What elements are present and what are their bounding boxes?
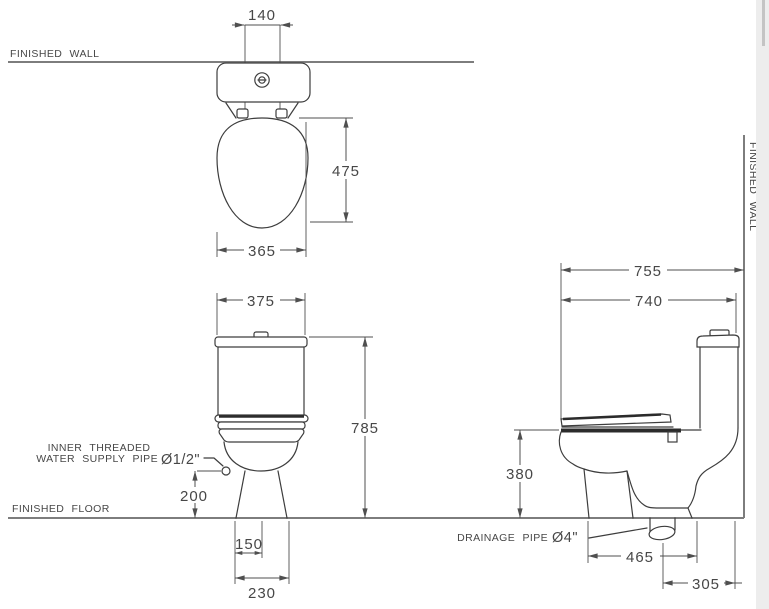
- dim-465: 465: [626, 549, 654, 566]
- dim-375: 375: [247, 293, 275, 310]
- tank-body-side: [699, 346, 739, 429]
- drain-leader-line: [588, 527, 648, 539]
- side-view: 755 740 380 DRAINAGE PIPE Ø4": [457, 262, 744, 593]
- supply-leader-line: [203, 457, 224, 467]
- dim-150: 150: [235, 536, 263, 553]
- pedestal-front: [235, 470, 288, 519]
- dim-text-bg: [244, 242, 280, 258]
- bowl-front-leg: [583, 468, 634, 519]
- scrollbar-thumb[interactable]: [762, 0, 765, 46]
- seat-hinge-right: [275, 108, 288, 119]
- tank-lid: [214, 336, 308, 348]
- seat-lid-edge-side: [562, 413, 662, 421]
- bowl-rim-side: [561, 428, 681, 433]
- supply-label-line1: INNER THREADED: [48, 442, 151, 454]
- bowl-front-side: [558, 431, 585, 470]
- dim-text-bg: [630, 292, 668, 308]
- dim-text-bg: [688, 575, 724, 591]
- dim-365: 365: [248, 243, 276, 260]
- scrollbar-track[interactable]: [756, 0, 769, 609]
- dim-230: 230: [248, 585, 276, 602]
- dim-200: 200: [180, 488, 208, 505]
- tank-body: [217, 346, 305, 416]
- bowl-front-outline: [223, 441, 299, 472]
- drain-pipe: [649, 517, 676, 534]
- bowl-rim-front: [218, 428, 305, 443]
- water-supply-pipe: [221, 466, 231, 476]
- finished-wall-top-label: FINISHED WALL: [10, 48, 99, 60]
- scrollbar[interactable]: [756, 0, 769, 609]
- dim-text-bg: [629, 262, 667, 278]
- dim-text-bg: [329, 161, 363, 179]
- drain-pipe-opening: [648, 525, 676, 541]
- dim-text-bg: [243, 292, 280, 308]
- dim-text-bg: [179, 487, 210, 503]
- tank-lid-side: [696, 334, 740, 348]
- trap-outline: [626, 470, 693, 519]
- supply-size-label: Ø1/2": [161, 452, 200, 468]
- seat-hinge-left: [236, 108, 249, 119]
- dim-text-bg: [621, 548, 660, 565]
- dim-140: 140: [248, 7, 276, 24]
- tank-bowl-connection: [225, 102, 299, 119]
- front-view: 375 INNER THREADED WATER SUPPLY PIPE Ø1/…: [36, 292, 383, 602]
- dim-305: 305: [692, 576, 720, 593]
- seat-hinge-side: [667, 431, 678, 443]
- drain-size-label: Ø4": [552, 530, 578, 546]
- drain-label: DRAINAGE PIPE: [457, 532, 548, 544]
- dim-785: 785: [351, 420, 379, 437]
- dim-475: 475: [332, 163, 360, 180]
- dim-755: 755: [634, 263, 662, 280]
- seat-lid-outline: [216, 117, 309, 229]
- top-view: 140 475 365: [216, 7, 363, 260]
- bowl-rear-side: [687, 427, 739, 509]
- finished-floor-label: FINISHED FLOOR: [12, 503, 110, 515]
- dim-740: 740: [635, 293, 663, 310]
- dim-text-bg: [347, 419, 383, 436]
- supply-label-line2: WATER SUPPLY PIPE: [36, 453, 158, 465]
- dim-380: 380: [506, 466, 534, 483]
- reference-lines: FINISHED WALL FINISHED FLOOR FINISHED WA…: [8, 48, 759, 519]
- seat-ring-front: [217, 421, 306, 430]
- dim-text-bg: [503, 465, 537, 482]
